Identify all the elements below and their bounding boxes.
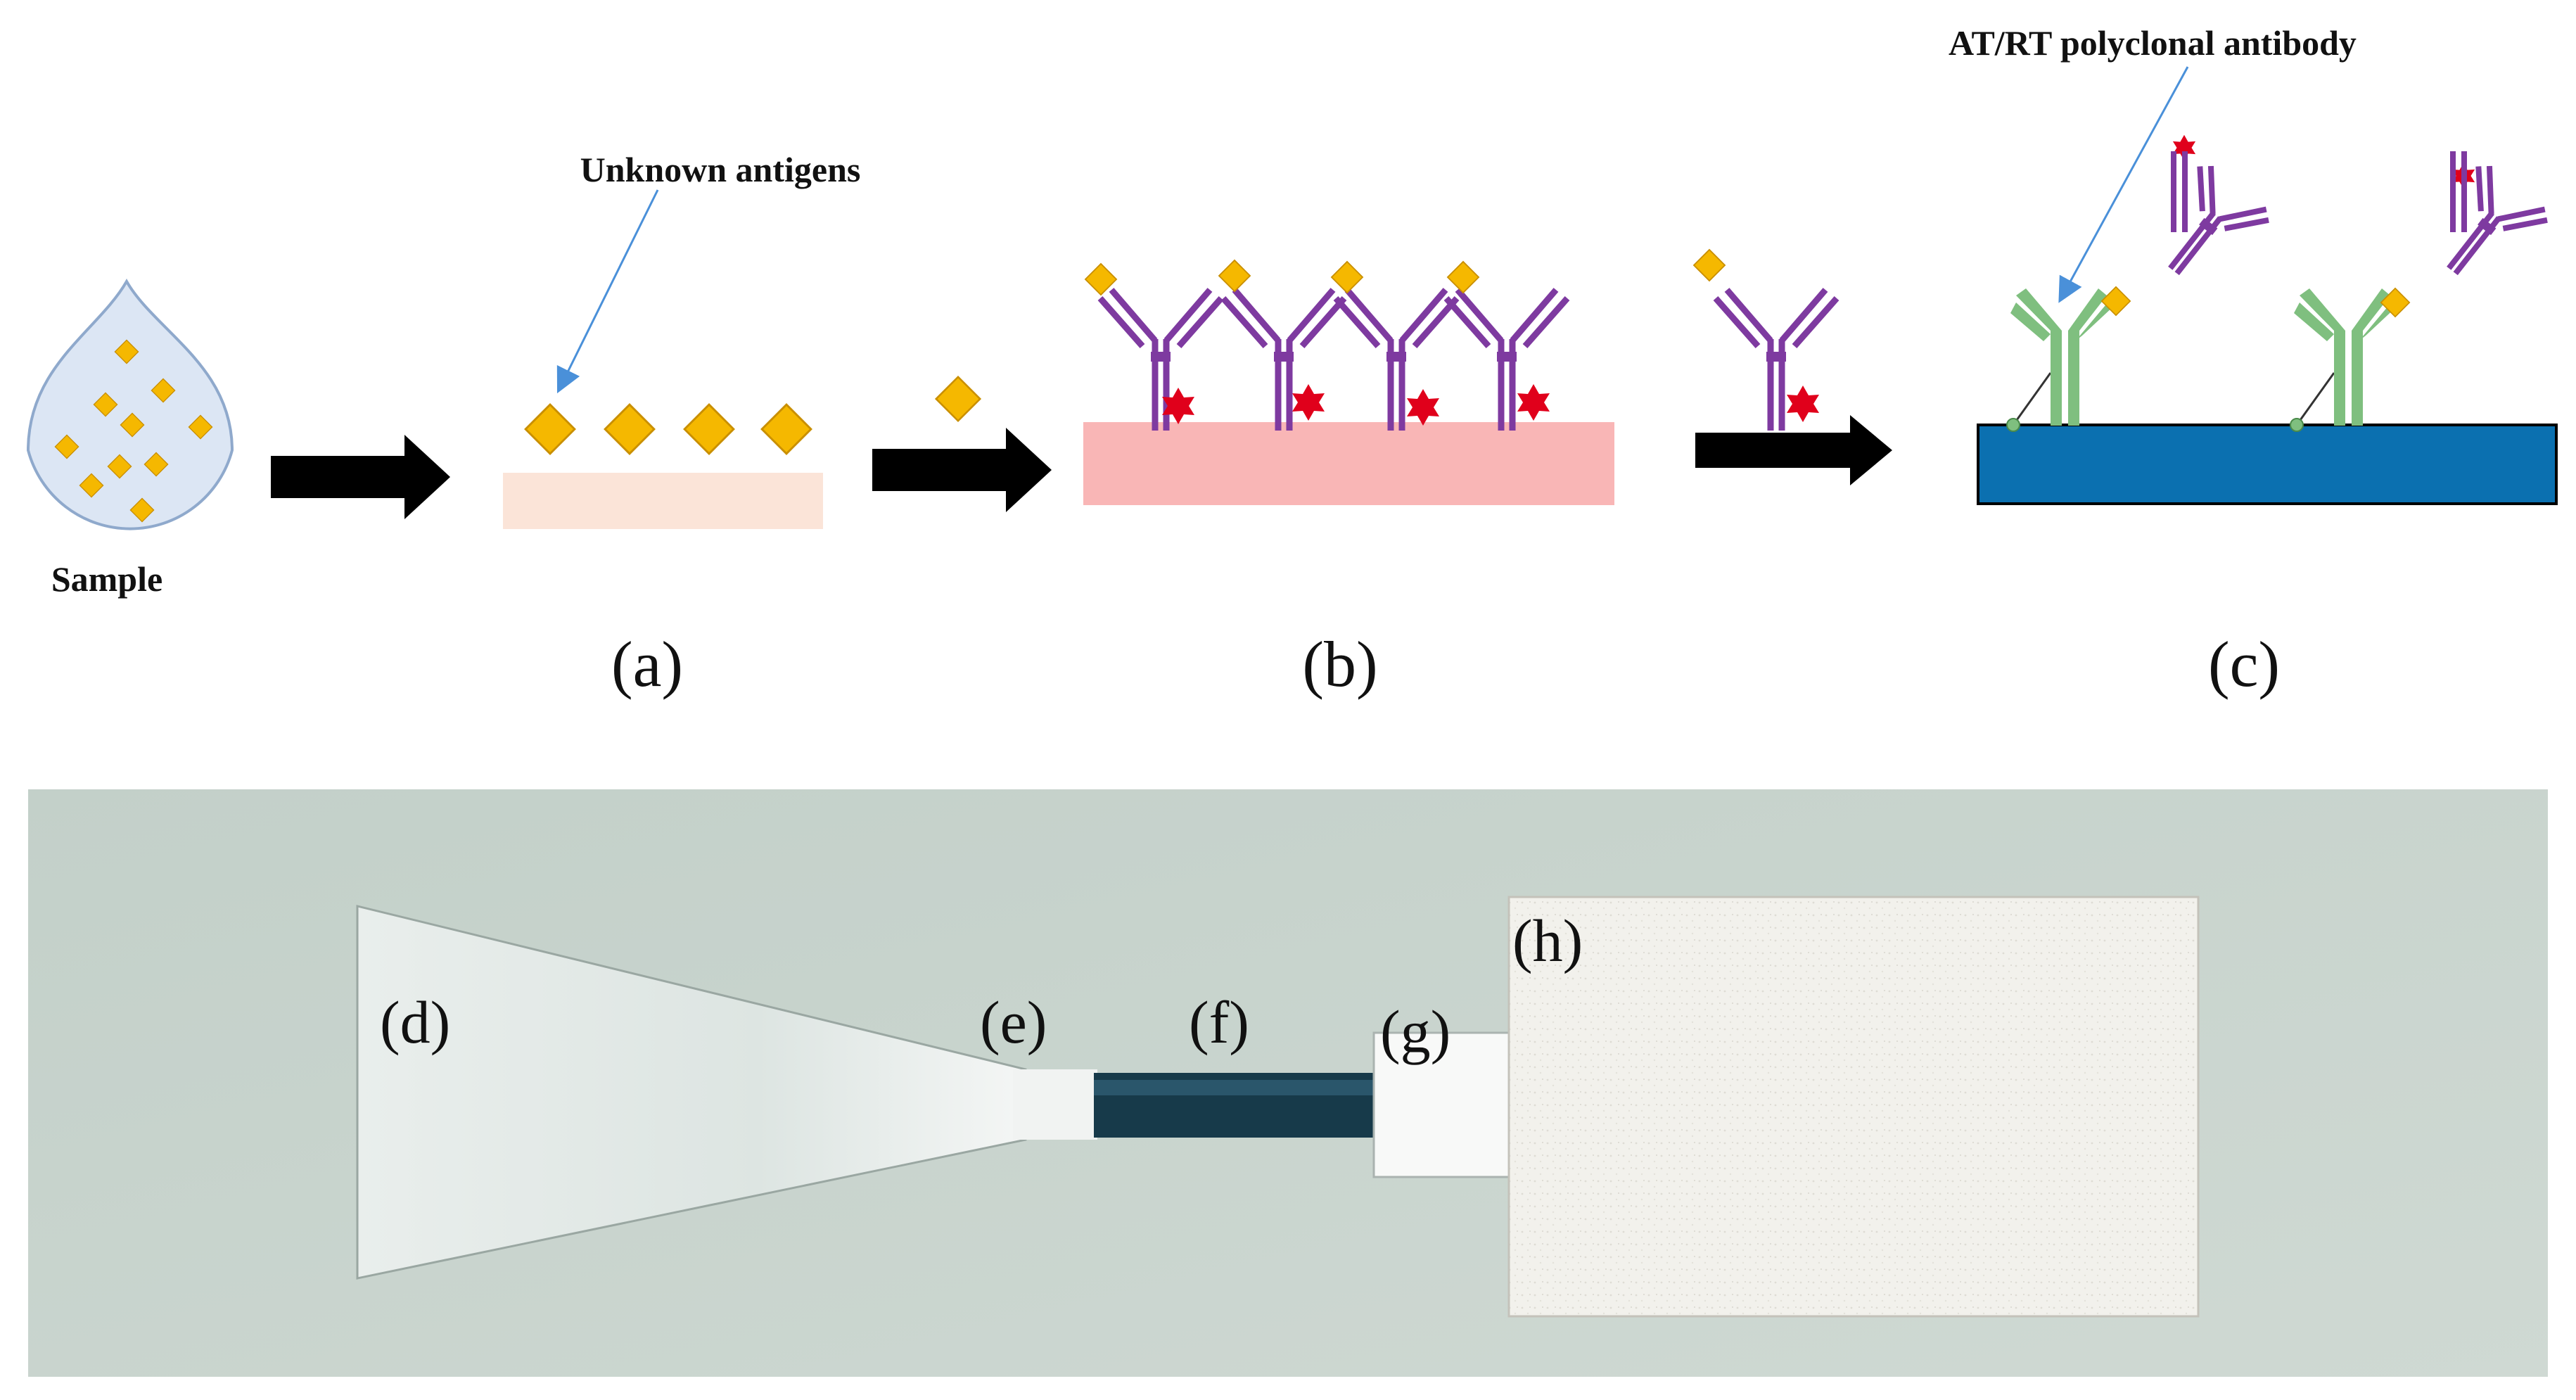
detection-pad [1083,422,1614,505]
panel-label-c: (c) [2208,628,2280,700]
test-membrane [1977,424,2558,505]
panel-label-b: (b) [1302,628,1377,700]
unknown-antigens-label: Unknown antigens [580,150,861,189]
panel-label-a: (a) [611,628,683,700]
absorbent-pad [1507,896,2200,1318]
polyclonal-antibody-label: AT/RT polyclonal antibody [1949,23,2357,63]
labeled-antibody-group [1085,260,1567,431]
antigen-diamond [524,403,576,455]
device-photo: (d) (e) (f) (g) (h) [28,789,2548,1377]
sample-label: Sample [51,559,162,599]
membrane-highlight [1094,1080,1382,1095]
schematic-panel: Sample Unknown antigens [26,23,2558,700]
antigen-diamond [760,403,812,455]
antigen-diamond [935,376,981,422]
capture-antibody [2290,151,2548,432]
photo-label-e: (e) [980,988,1047,1056]
conjugate-pad-strip [1013,1069,1097,1140]
unknown-antigens-pointer [556,189,659,394]
migrating-complex [1693,249,1837,431]
conjugate-pad [503,473,823,529]
flow-arrow-3 [1695,415,1892,485]
antigen-diamond [604,403,656,455]
sample-droplet [26,278,234,530]
photo-label-g: (g) [1380,998,1450,1065]
photo-label-f: (f) [1189,988,1249,1056]
photo-label-h: (h) [1512,907,1583,974]
photo-label-d: (d) [380,988,450,1056]
flow-arrow-1 [271,435,450,519]
flow-arrow-2 [872,428,1052,512]
capture-antibody [2006,134,2269,432]
polyclonal-antibody-pointer [2058,66,2189,303]
antigen-diamond [683,403,735,455]
